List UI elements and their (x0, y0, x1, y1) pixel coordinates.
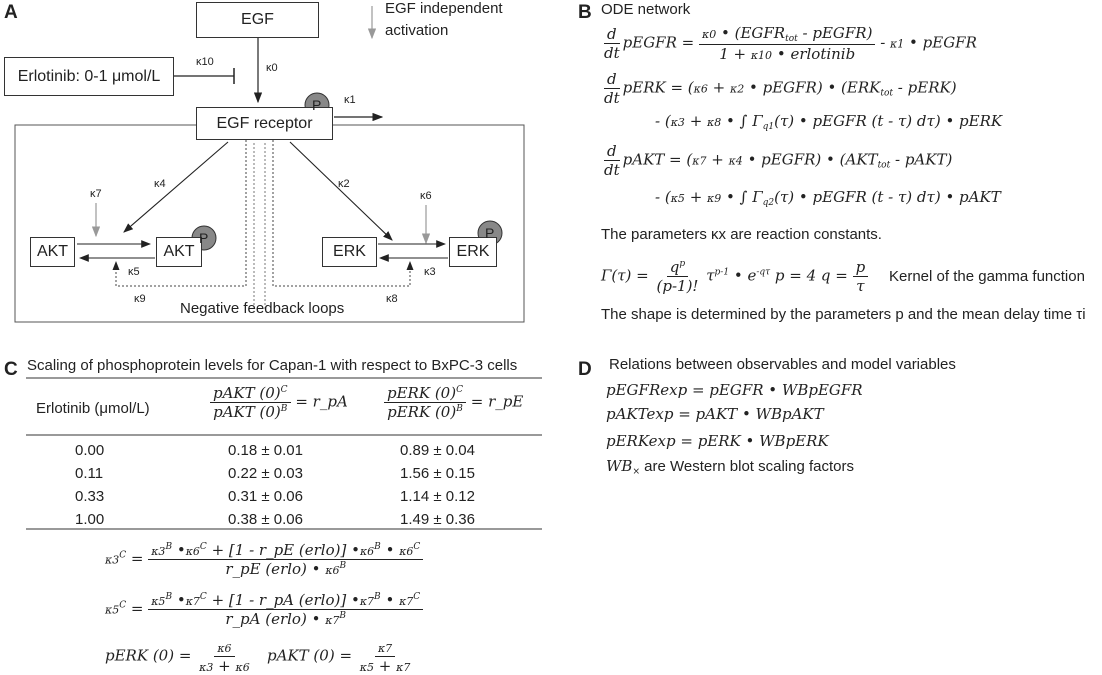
row2-pe: 1.14 ± 0.12 (400, 488, 475, 505)
pathway-container (14, 124, 525, 323)
row1-pa: 0.22 ± 0.03 (228, 465, 303, 482)
scaling-title: Scaling of phosphoprotein levels for Cap… (27, 357, 518, 374)
panel-c-letter: C (4, 359, 18, 380)
kernel-text: Kernel of the gamma function (889, 268, 1085, 285)
wb-description: are Western blot scaling factors (644, 458, 854, 475)
row2-erlo: 0.33 (75, 488, 105, 505)
panel-a-letter: A (4, 2, 18, 23)
relation-pegfr: pEGFRexp = pEGFR • WBpEGFR (606, 381, 863, 399)
erk-phospho-box: ERK (449, 237, 497, 267)
panel-a-diagram (14, 6, 525, 323)
relation-perk: pERKexp = pERK • WBpERK (606, 432, 829, 450)
relations-title: Relations between observables and model … (609, 356, 956, 373)
row0-pa: 0.18 ± 0.01 (228, 442, 303, 459)
erk-feedback-loop (272, 140, 414, 287)
egf-receptor-box: EGF receptor (196, 107, 333, 140)
akt-p-label: P (199, 230, 209, 246)
feedback-label: Negative feedback loops (180, 300, 345, 317)
k5-label: κ5 (128, 266, 140, 278)
col-perk-suffix: = r_pE (470, 392, 524, 411)
col-pakt-suffix: = r_pA (295, 392, 348, 411)
akt-box: AKT (30, 237, 75, 267)
relation-pakt: pAKTexp = pAKT • WBpAKT (606, 405, 824, 423)
egf-independent-label: EGF independent (385, 0, 503, 17)
k2-label: κ2 (338, 178, 350, 190)
activation-label: activation (385, 22, 449, 39)
k7-label: κ7 (90, 188, 102, 200)
col-erlotinib-header: Erlotinib (μmol/L) (36, 400, 150, 417)
k2-arrow (289, 141, 393, 241)
k0-label: κ0 (266, 62, 278, 74)
ode-perk-feedback: - (κ3 + κ8 • ∫ Γq1(τ) • pEGFR (t - τ) dτ… (655, 112, 1003, 132)
k8-label: κ8 (386, 293, 398, 305)
row1-erlo: 0.11 (75, 465, 104, 482)
akt-phospho-box: AKT (156, 237, 202, 267)
shape-text: The shape is determined by the parameter… (601, 306, 1086, 323)
row2-pa: 0.31 ± 0.06 (228, 488, 303, 505)
ode-pakt-feedback: - (κ5 + κ9 • ∫ Γq2(τ) • pEGFR (t - τ) dτ… (655, 188, 1001, 208)
k4-arrow (123, 141, 229, 233)
akt-feedback-loop (112, 140, 247, 287)
erlotinib-box: Erlotinib: 0-1 μmol/L (4, 57, 174, 96)
row3-erlo: 1.00 (75, 511, 105, 528)
row0-pe: 0.89 ± 0.04 (400, 442, 475, 459)
k9-label: κ9 (134, 293, 146, 305)
row3-pa: 0.38 ± 0.06 (228, 511, 303, 528)
k5c-equation: κ5C = κ5B •κ7C + [1 - r_pA (erlo)] •κ7B … (105, 591, 424, 628)
panel-b-letter: B (578, 2, 592, 23)
k10-label: κ10 (196, 56, 214, 68)
scaling-table-rules (26, 377, 542, 530)
row0-erlo: 0.00 (75, 442, 105, 459)
k1-label: κ1 (344, 94, 356, 106)
k4-label: κ4 (154, 178, 166, 190)
erk-p-label: P (485, 225, 495, 241)
k3-label: κ3 (424, 266, 436, 278)
wb-text: WB× are Western blot scaling factors (606, 457, 854, 477)
k3c-equation: κ3C = κ3B •κ6C + [1 - r_pE (erlo)] •κ6B … (105, 541, 424, 578)
params-text: The parameters κx are reaction constants… (601, 226, 882, 243)
k6-label: κ6 (420, 190, 432, 202)
ode-title: ODE network (601, 1, 691, 18)
panel-d-letter: D (578, 359, 592, 380)
row1-pe: 1.56 ± 0.15 (400, 465, 475, 482)
receptor-p-label: P (312, 97, 322, 113)
erk-box: ERK (322, 237, 377, 267)
row3-pe: 1.49 ± 0.36 (400, 511, 475, 528)
egf-box: EGF (196, 2, 319, 38)
